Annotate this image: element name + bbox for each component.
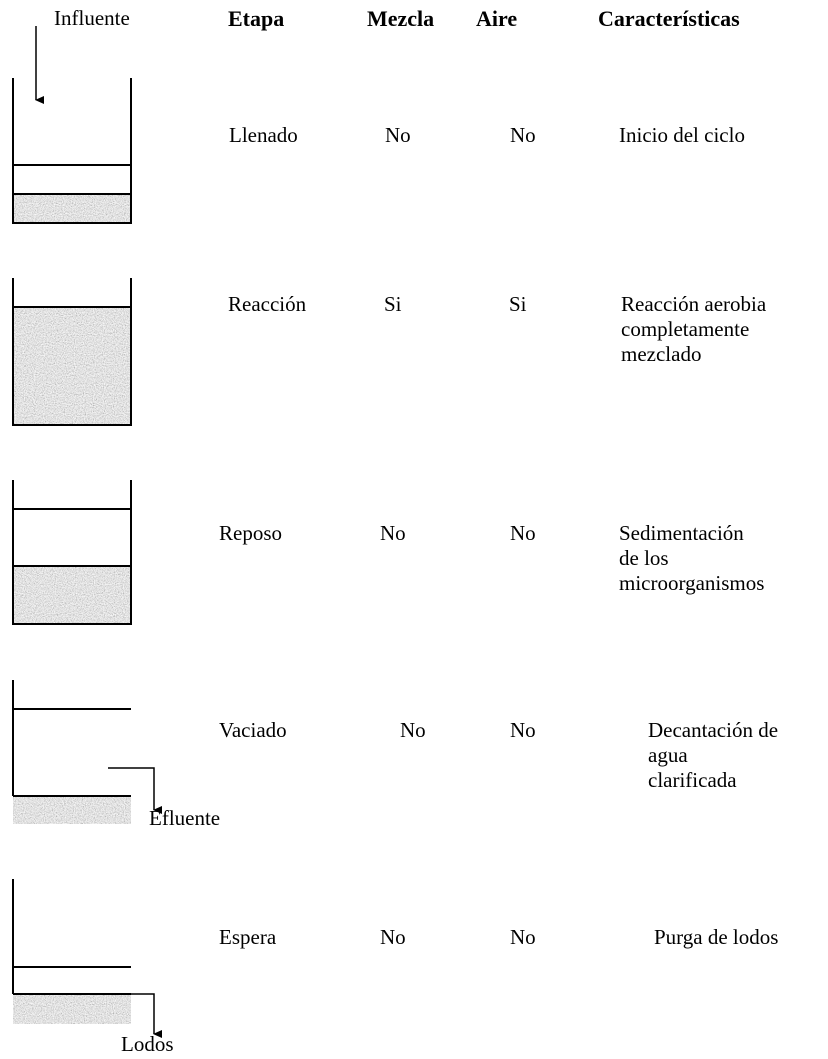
row-llenado-mezcla: No [385,123,411,147]
influente-label: Influente [54,6,130,30]
row-espera-caracteristicas: Purga de lodos [654,925,778,950]
caracteristicas-line: clarificada [648,768,737,792]
row-llenado-etapa: Llenado [229,123,298,147]
row-vaciado-aire: No [510,718,536,742]
header-etapa: Etapa [228,6,285,31]
row-reaccion-mezcla: Si [384,292,402,316]
row-espera-mezcla: No [380,925,406,949]
effluent-arrow-icon [108,767,162,814]
row-espera-etapa: Espera [219,925,277,949]
tank-reaccion [12,278,132,426]
caracteristicas-line: Reacción aerobia [621,292,767,316]
caracteristicas-line: microorganismos [619,571,765,595]
efluente-label: Efluente [149,806,221,830]
row-llenado-caracteristicas: Inicio del ciclo [619,123,745,148]
row-vaciado-caracteristicas: Decantación de agua clarificada [648,718,778,793]
caracteristicas-line: mezclado [621,342,702,366]
sludge-layer [13,194,131,223]
row-reposo-aire: No [510,521,536,545]
header-mezcla: Mezcla [367,6,435,31]
row-reaccion-caracteristicas: Reacción aerobia completamente mezclado [621,292,766,367]
tank-espera [12,879,162,1038]
row-reposo-caracteristicas: Sedimentación de los microorganismos [619,521,764,596]
lodos-label: Lodos [121,1032,174,1056]
caracteristicas-line: Sedimentación [619,521,744,545]
caracteristicas-line: de los [619,546,669,570]
tank-vaciado [12,680,162,824]
row-llenado-aire: No [510,123,536,147]
caracteristicas-line: Inicio del ciclo [619,123,745,147]
row-espera-aire: No [510,925,536,949]
sludge-layer [13,566,131,624]
caracteristicas-line: Purga de lodos [654,925,779,949]
sludge-layer [13,994,131,1024]
row-reposo-etapa: Reposo [219,521,282,545]
row-reposo-mezcla: No [380,521,406,545]
header-caracteristicas: Características [598,6,740,31]
row-reaccion-etapa: Reacción [228,292,307,316]
row-reaccion-aire: Si [509,292,527,316]
caracteristicas-line: Decantación de [648,718,779,742]
tank-llenado [12,26,132,224]
mixed-liquor [13,307,131,425]
header-aire: Aire [476,6,518,31]
sludge-layer [13,796,131,824]
sludge-arrow-icon [131,993,162,1038]
row-vaciado-mezcla: No [400,718,426,742]
row-vaciado-etapa: Vaciado [219,718,287,742]
tank-reposo [12,480,132,625]
caracteristicas-line: completamente [621,317,750,341]
caracteristicas-line: agua [648,743,688,767]
